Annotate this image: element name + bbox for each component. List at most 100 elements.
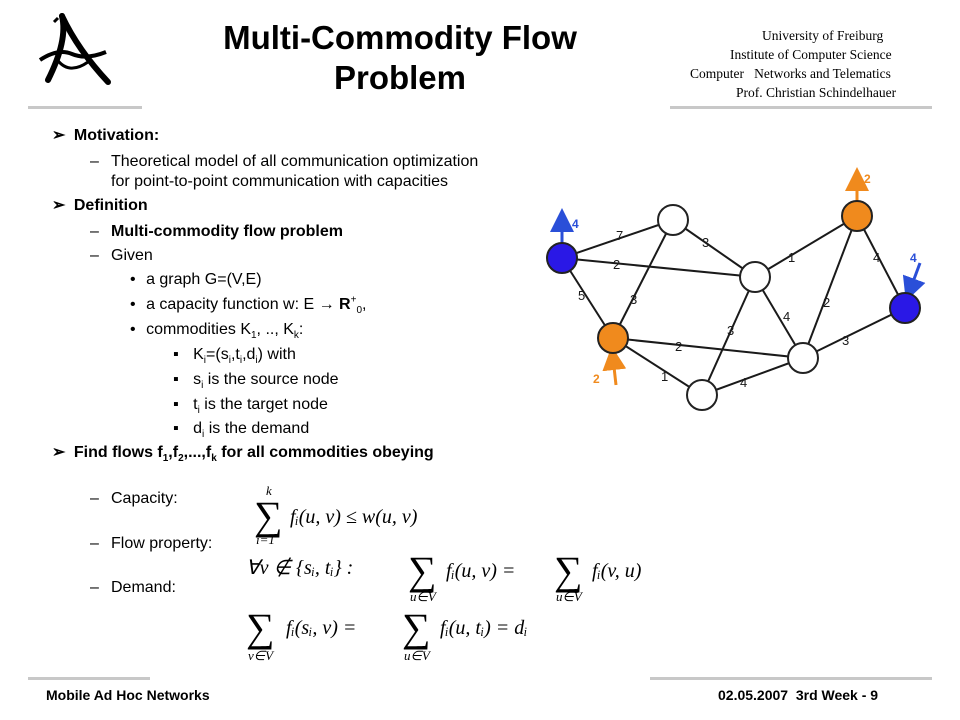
edge-label: 2: [675, 339, 682, 354]
demand-label: Demand:: [111, 579, 176, 596]
square-bullet-icon: ▪: [173, 420, 179, 437]
edge: [561, 219, 674, 259]
flow-property-label: Flow property:: [111, 535, 213, 552]
flow-forall: ∀v ∉ {sᵢ, tᵢ} :: [246, 557, 353, 579]
arrow-label: 2: [593, 372, 600, 386]
arrow-bullet-icon: ➢: [52, 197, 66, 214]
bullet-icon: •: [130, 296, 136, 313]
sum-lower-v-in-v: v∈V: [248, 648, 275, 663]
edge-label: 7: [616, 228, 623, 243]
sum-symbol: ∑: [554, 548, 583, 593]
motivation-text-line-1: Theoretical model of all communication o…: [111, 153, 479, 170]
arrow-label: 2: [864, 172, 871, 186]
motivation-text-line-2: for point-to-point communication with ca…: [111, 173, 449, 190]
edge: [802, 307, 906, 359]
graph-node: [657, 204, 689, 236]
edge-label: 5: [578, 288, 585, 303]
motivation-heading: ➢ Motivation:: [52, 127, 160, 144]
source-definition: ▪ si is the source node: [173, 371, 339, 392]
edge: [701, 357, 804, 396]
footer-course-title: Mobile Ad Hoc Networks: [46, 687, 210, 703]
affiliation-professor: Prof. Christian Schindelhauer: [736, 85, 897, 100]
graph-node-orange: [597, 322, 629, 354]
square-bullet-icon: ▪: [173, 396, 179, 413]
arrow-right-icon: →: [318, 296, 335, 313]
mcf-label: Multi-commodity flow problem: [111, 223, 343, 240]
arrow-up-icon: [602, 346, 627, 386]
demand-lhs: fᵢ(sᵢ, v) =: [286, 617, 356, 639]
network-graph: 7 2 5 3 3 1 4 2 3 3 2 1 4 4 4 2 2 4: [546, 167, 926, 411]
bullet-icon: •: [130, 271, 136, 288]
graph-node-blue: [546, 242, 578, 274]
edge-label: 4: [873, 250, 880, 265]
edge-label: 4: [740, 375, 747, 390]
header-rule-right: [670, 106, 932, 109]
square-bullet-icon: ▪: [173, 346, 179, 363]
arrow-label: 4: [572, 217, 579, 231]
edge-label: 4: [783, 309, 790, 324]
capacity-formula-body: fᵢ(u, v) ≤ w(u, v): [290, 506, 418, 528]
edge: [754, 215, 858, 278]
given-dash: –: [90, 247, 99, 264]
sum-symbol: ∑: [408, 548, 437, 593]
ki-definition: ▪ Ki=(si,ti,di) with: [173, 346, 296, 367]
edge-label: 2: [823, 295, 830, 310]
footer-date-page: 02.05.2007 3rd Week - 9: [718, 687, 879, 703]
demand-definition: ▪ di is the demand: [173, 420, 310, 441]
demand-rhs: fᵢ(u, tᵢ) = dᵢ: [440, 617, 527, 639]
slide-title: Multi-Commodity Flow Problem: [175, 18, 625, 98]
edge: [856, 215, 906, 309]
edge: [672, 219, 756, 278]
edge-label: 3: [630, 292, 637, 307]
title-line-1: Multi-Commodity Flow: [223, 19, 577, 56]
capacity-function-bullet: • a capacity function w: E → R+0,: [130, 294, 367, 317]
edge: [612, 337, 804, 359]
university-logo-icon: [38, 13, 111, 85]
given-label: Given: [111, 247, 153, 264]
edge-label: 3: [842, 333, 849, 348]
affiliation-university: University of Freiburg: [762, 28, 884, 43]
commodities-bullet: • commodities K1, .., Kk:: [130, 321, 304, 342]
sum-symbol: ∑: [402, 605, 431, 650]
capacity-label: Capacity:: [111, 490, 178, 507]
find-flows-heading: ➢ Find flows f1,f2,...,fk for all commod…: [52, 444, 434, 465]
flow-dash: –: [90, 535, 99, 552]
graph-node: [739, 261, 771, 293]
sum-lower-u-in-v: u∈V: [556, 589, 584, 604]
motivation-dash: –: [90, 153, 99, 170]
flow-lhs: fᵢ(u, v) =: [446, 560, 515, 582]
edge-label: 3: [727, 323, 734, 338]
edge: [612, 337, 703, 396]
graph-node-blue: [889, 292, 921, 324]
edge-label: 2: [613, 257, 620, 272]
graph-bullet: • a graph G=(V,E): [130, 271, 262, 288]
footer-rule-right: [650, 677, 932, 680]
affiliation-institute: Institute of Computer Science: [730, 47, 892, 62]
flow-rhs: fᵢ(v, u): [592, 560, 642, 582]
square-bullet-icon: ▪: [173, 371, 179, 388]
bullet-icon: •: [130, 321, 136, 338]
graph-node-orange: [841, 200, 873, 232]
edge: [802, 215, 858, 359]
capacity-dash: –: [90, 490, 99, 507]
graph-node: [787, 342, 819, 374]
sum-symbol: ∑: [246, 605, 275, 650]
edge: [561, 257, 756, 278]
arrow-bullet-icon: ➢: [52, 444, 66, 461]
arrow-label: 4: [910, 251, 917, 265]
definition-heading: ➢ Definition: [52, 197, 148, 214]
demand-dash: –: [90, 579, 99, 596]
sum-upper-k: k: [266, 483, 272, 498]
arrow-bullet-icon: ➢: [52, 127, 66, 144]
edge: [612, 219, 674, 339]
sum-lower-u-in-v: u∈V: [410, 589, 438, 604]
edge-label: 1: [661, 369, 668, 384]
sum-lower-i-eq-1: i=1: [256, 532, 275, 547]
edge: [701, 276, 756, 396]
footer-rule-left: [28, 677, 150, 680]
affiliation-block: University of Freiburg Institute of Comp…: [666, 26, 926, 102]
graph-node: [686, 379, 718, 411]
sum-symbol: ∑: [254, 493, 283, 538]
mcf-dash: –: [90, 223, 99, 240]
title-line-2: Problem: [333, 59, 467, 96]
